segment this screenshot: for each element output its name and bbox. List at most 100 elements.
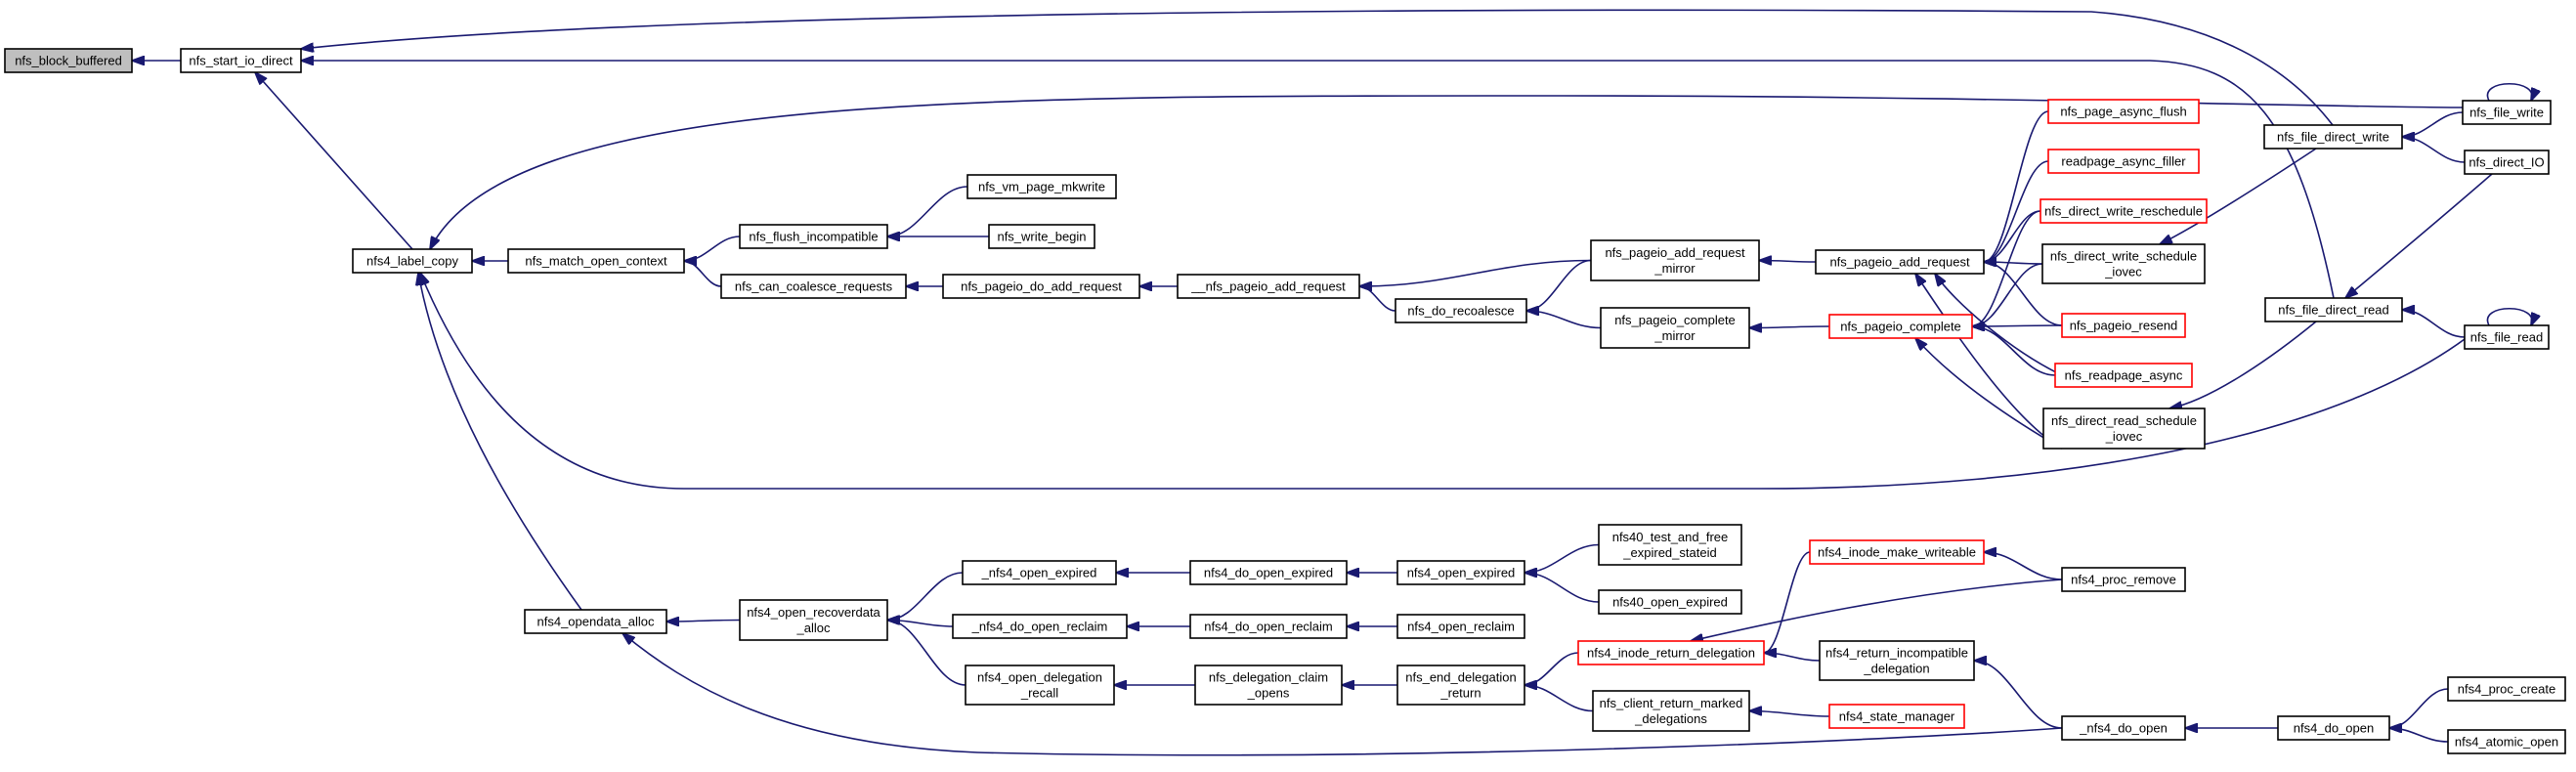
call-edge-line bbox=[887, 572, 964, 621]
function-node-box bbox=[524, 609, 667, 634]
function-node-label: nfs_file_direct_write bbox=[2277, 130, 2389, 145]
function-node[interactable]: nfs_readpage_async bbox=[2054, 363, 2193, 388]
call-edge-line bbox=[2402, 111, 2464, 137]
call-edge bbox=[420, 273, 2483, 490]
call-edge-line bbox=[1359, 259, 1592, 287]
function-node[interactable]: nfs4_open_recoverdata_alloc bbox=[739, 599, 888, 641]
call-edge-line bbox=[623, 633, 2063, 756]
function-node[interactable]: nfs_write_begin bbox=[988, 224, 1095, 249]
function-node[interactable]: nfs4_atomic_open bbox=[2447, 729, 2566, 754]
function-node[interactable]: nfs_page_async_flush bbox=[2047, 99, 2200, 124]
function-node[interactable]: _nfs4_open_expired bbox=[962, 560, 1117, 585]
function-node[interactable]: nfs4_opendata_alloc bbox=[524, 609, 667, 634]
function-node[interactable]: nfs_block_buffered bbox=[4, 48, 133, 73]
call-edge bbox=[666, 621, 741, 622]
function-node-box bbox=[352, 248, 473, 274]
function-node-box bbox=[739, 224, 888, 249]
function-node[interactable]: nfs_pageio_do_add_request bbox=[942, 274, 1140, 299]
call-edge-line bbox=[301, 61, 2335, 299]
function-node[interactable]: nfs4_state_manager bbox=[1828, 704, 1965, 729]
function-node[interactable]: nfs4_do_open_reclaim bbox=[1189, 614, 1348, 639]
function-node[interactable]: nfs_end_delegation_return bbox=[1396, 665, 1525, 706]
function-node[interactable]: nfs_pageio_add_request bbox=[1815, 249, 1985, 275]
function-node-box bbox=[1828, 704, 1965, 729]
function-node-box bbox=[962, 560, 1117, 585]
function-node[interactable]: nfs4_open_delegation_recall bbox=[965, 665, 1115, 706]
function-node-label: nfs_pageio_resend bbox=[2070, 319, 2178, 333]
call-edge-line bbox=[1359, 286, 1396, 312]
call-edge bbox=[1524, 543, 1600, 574]
call-edge-line bbox=[1524, 543, 1600, 574]
function-node-box bbox=[1590, 239, 1760, 281]
function-node[interactable]: __nfs_pageio_add_request bbox=[1177, 274, 1360, 299]
call-edge-line bbox=[418, 273, 582, 611]
function-node[interactable]: nfs4_inode_make_writeable bbox=[1809, 539, 1985, 565]
function-node[interactable]: nfs4_proc_create bbox=[2447, 676, 2566, 702]
function-node[interactable]: nfs40_open_expired bbox=[1598, 589, 1742, 615]
function-node[interactable]: nfs_vm_page_mkwrite bbox=[966, 174, 1117, 199]
function-node-label: nfs_file_write bbox=[2469, 106, 2544, 120]
function-node[interactable]: nfs4_label_copy bbox=[352, 248, 473, 274]
function-node[interactable]: nfs4_proc_remove bbox=[2061, 567, 2186, 592]
call-edge bbox=[1749, 326, 1830, 328]
call-edge-line bbox=[1749, 711, 1830, 717]
function-node[interactable]: nfs_can_coalesce_requests bbox=[720, 274, 907, 299]
function-node-box bbox=[1598, 524, 1742, 566]
function-node[interactable]: nfs_file_direct_read bbox=[2264, 297, 2403, 322]
function-node[interactable]: nfs_pageio_add_request_mirror bbox=[1590, 239, 1760, 281]
function-node[interactable]: nfs_start_io_direct bbox=[180, 48, 302, 73]
function-node[interactable]: nfs_pageio_complete bbox=[1828, 314, 1973, 339]
function-node-box bbox=[180, 48, 302, 73]
call-edge bbox=[1359, 259, 1592, 287]
function-node-label: nfs_direct_write_reschedule bbox=[2044, 204, 2203, 219]
function-node-label: nfs_client_return_marked bbox=[1600, 696, 1743, 710]
function-node[interactable]: nfs4_do_open bbox=[2277, 715, 2390, 741]
function-node[interactable]: nfs4_do_open_expired bbox=[1189, 560, 1348, 585]
function-node[interactable]: nfs_pageio_complete_mirror bbox=[1600, 307, 1750, 349]
function-node-label: nfs4_state_manager bbox=[1839, 709, 1955, 724]
function-node[interactable]: _nfs4_do_open_reclaim bbox=[952, 614, 1128, 639]
function-node[interactable]: nfs_flush_incompatible bbox=[739, 224, 888, 249]
function-node-box bbox=[2061, 313, 2186, 338]
function-node[interactable]: nfs4_open_expired bbox=[1396, 560, 1525, 585]
function-node-label: _return bbox=[1439, 686, 1481, 701]
function-node-label: nfs4_proc_remove bbox=[2071, 573, 2176, 587]
function-node[interactable]: nfs_direct_IO bbox=[2464, 150, 2550, 175]
function-node[interactable]: nfs_delegation_claim_opens bbox=[1194, 665, 1343, 706]
function-node-label: _mirror bbox=[1653, 261, 1696, 276]
function-node[interactable]: nfs_do_recoalesce bbox=[1395, 298, 1527, 323]
function-node-label: nfs_end_delegation bbox=[1405, 670, 1517, 685]
function-node[interactable]: nfs_file_direct_write bbox=[2263, 124, 2403, 150]
function-node[interactable]: nfs40_test_and_free_expired_stateid bbox=[1598, 524, 1742, 566]
function-node-box bbox=[1189, 614, 1348, 639]
function-node[interactable]: readpage_async_filler bbox=[2047, 149, 2200, 174]
call-edge bbox=[1984, 262, 2063, 326]
function-node-label: nfs_do_recoalesce bbox=[1407, 304, 1514, 319]
function-node[interactable]: nfs_pageio_resend bbox=[2061, 313, 2186, 338]
call-edge bbox=[418, 273, 582, 611]
function-node[interactable]: nfs_match_open_context bbox=[507, 248, 685, 274]
call-edge bbox=[1526, 259, 1592, 312]
call-edge-line bbox=[684, 236, 741, 261]
function-node-box bbox=[507, 248, 685, 274]
function-node-label: __nfs_pageio_add_request bbox=[1190, 279, 1346, 294]
function-node[interactable]: nfs_client_return_marked_delegations bbox=[1592, 690, 1750, 732]
call-edge bbox=[2402, 310, 2466, 338]
function-node-box bbox=[2061, 715, 2186, 741]
function-node-label: nfs4_do_open bbox=[2294, 721, 2374, 736]
function-node[interactable]: nfs_file_read bbox=[2464, 324, 2550, 350]
function-node[interactable]: nfs4_open_reclaim bbox=[1396, 614, 1525, 639]
function-node-box bbox=[1395, 298, 1527, 323]
function-node[interactable]: nfs4_inode_return_delegation bbox=[1577, 640, 1765, 665]
function-node[interactable]: nfs_file_write bbox=[2462, 100, 2552, 125]
function-node[interactable]: nfs4_return_incompatible_delegation bbox=[1819, 640, 1975, 681]
call-edge-line bbox=[430, 95, 2464, 249]
function-node-box bbox=[2462, 100, 2552, 125]
function-node[interactable]: nfs_direct_read_schedule_iovec bbox=[2042, 407, 2206, 450]
function-node[interactable]: nfs_direct_write_reschedule bbox=[2039, 198, 2208, 224]
function-node[interactable]: nfs_direct_write_schedule_iovec bbox=[2041, 243, 2206, 284]
function-node[interactable]: _nfs4_do_open bbox=[2061, 715, 2186, 741]
call-edge bbox=[684, 261, 722, 287]
call-edge-line bbox=[1691, 579, 2063, 641]
